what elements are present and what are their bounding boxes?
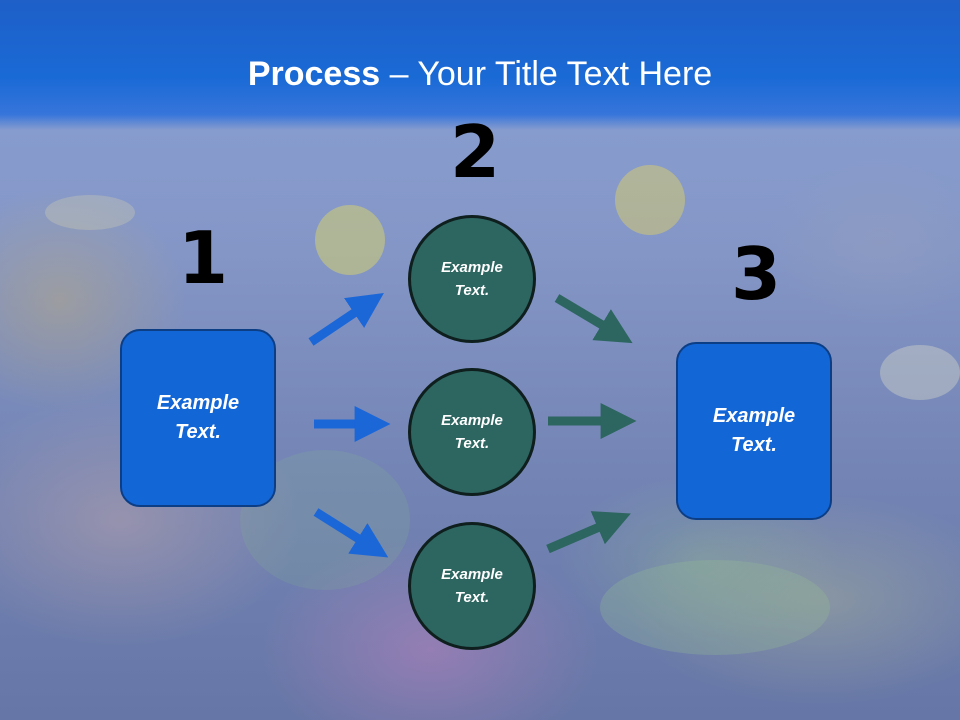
header-bar: Process – Your Title Text Here: [0, 0, 960, 130]
arrow-bottom-to-right: [546, 511, 631, 554]
background-fish: [615, 165, 685, 235]
arrow-left-to-top: [308, 292, 384, 346]
step-number-3: 3: [731, 232, 782, 316]
circle-top[interactable]: Example Text.: [408, 215, 536, 343]
circle-bottom-text: Example Text.: [441, 566, 503, 606]
circle-top-text: Example Text.: [441, 259, 503, 299]
title-rest: – Your Title Text Here: [380, 55, 713, 93]
background-fish: [45, 195, 135, 230]
arrow-left-to-bottom: [313, 508, 389, 558]
step-number-2: 2: [450, 110, 501, 194]
right-box[interactable]: Example Text.: [676, 342, 832, 520]
page-title: Process – Your Title Text Here: [0, 50, 960, 98]
circle-bottom[interactable]: Example Text.: [408, 522, 536, 650]
left-box[interactable]: Example Text.: [120, 329, 276, 507]
background-fish: [880, 345, 960, 400]
circle-middle-text: Example Text.: [441, 412, 503, 452]
left-box-text: Example Text.: [156, 392, 240, 443]
title-bold: Process: [247, 55, 381, 93]
right-box-text: Example Text.: [712, 405, 796, 456]
arrow-top-to-right: [554, 294, 633, 344]
background-fish: [315, 205, 385, 275]
step-number-1: 1: [178, 216, 229, 300]
circle-middle[interactable]: Example Text.: [408, 368, 536, 496]
background-fish: [600, 560, 830, 655]
